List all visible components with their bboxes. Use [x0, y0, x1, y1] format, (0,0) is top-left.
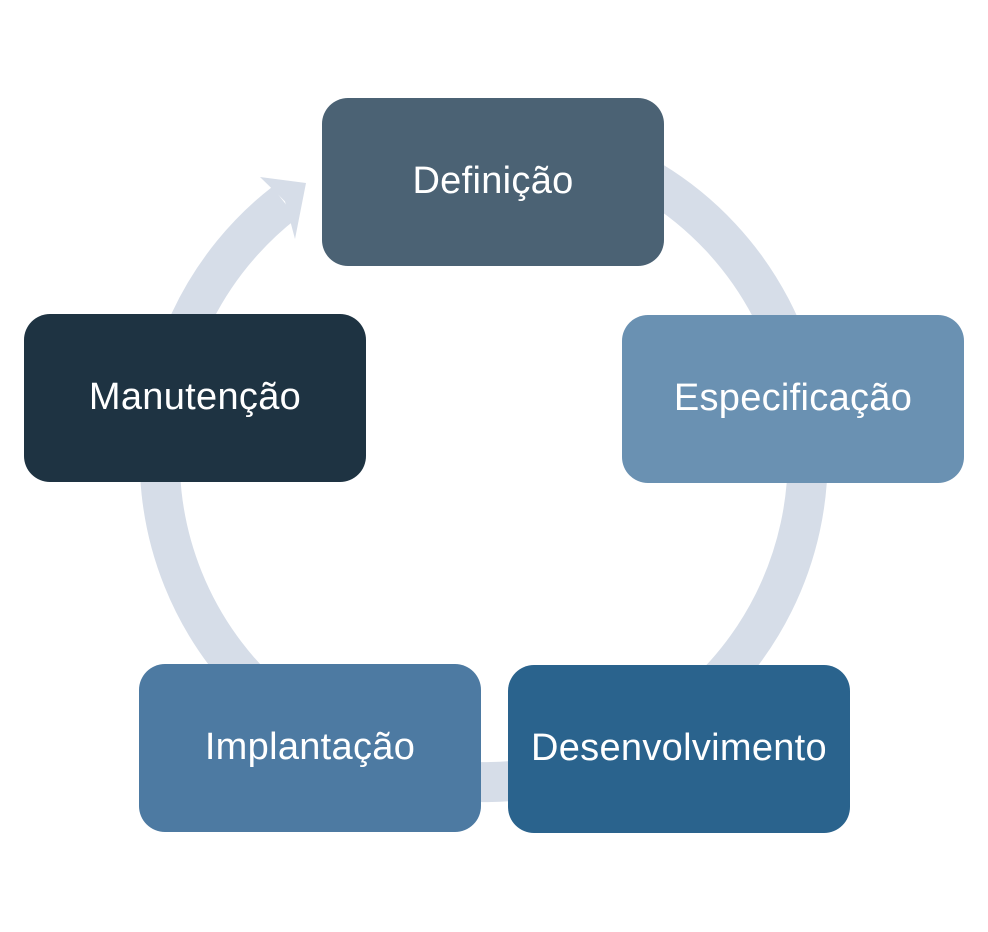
step-especificacao: Especificação — [622, 315, 964, 483]
step-label: Manutenção — [88, 376, 302, 419]
step-label: Desenvolvimento — [531, 727, 827, 770]
step-definicao: Definição — [322, 98, 664, 266]
step-label: Implantação — [204, 726, 416, 769]
cycle-arrowhead-icon — [260, 177, 306, 239]
step-label: Especificação — [673, 377, 913, 420]
step-implantacao: Implantação — [139, 664, 481, 832]
step-manutencao: Manutenção — [24, 314, 366, 482]
step-desenvolvimento: Desenvolvimento — [508, 665, 850, 833]
step-label: Definição — [412, 160, 574, 203]
